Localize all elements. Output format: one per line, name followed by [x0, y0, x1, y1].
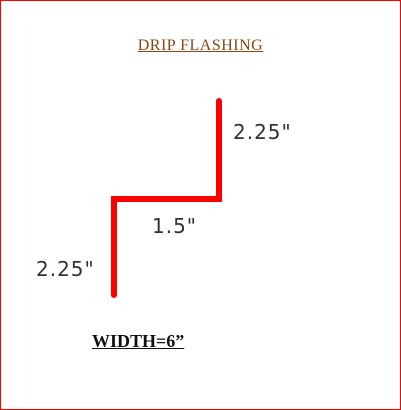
width-label: WIDTH=6”	[92, 331, 185, 351]
middle-run-dimension: 1.5"	[152, 214, 198, 238]
upper-leg-dimension: 2.25"	[233, 120, 292, 144]
lower-leg-dimension: 2.25"	[36, 257, 95, 281]
diagram-title: DRIP FLASHING	[137, 37, 264, 54]
flashing-profile-line	[111, 98, 222, 298]
